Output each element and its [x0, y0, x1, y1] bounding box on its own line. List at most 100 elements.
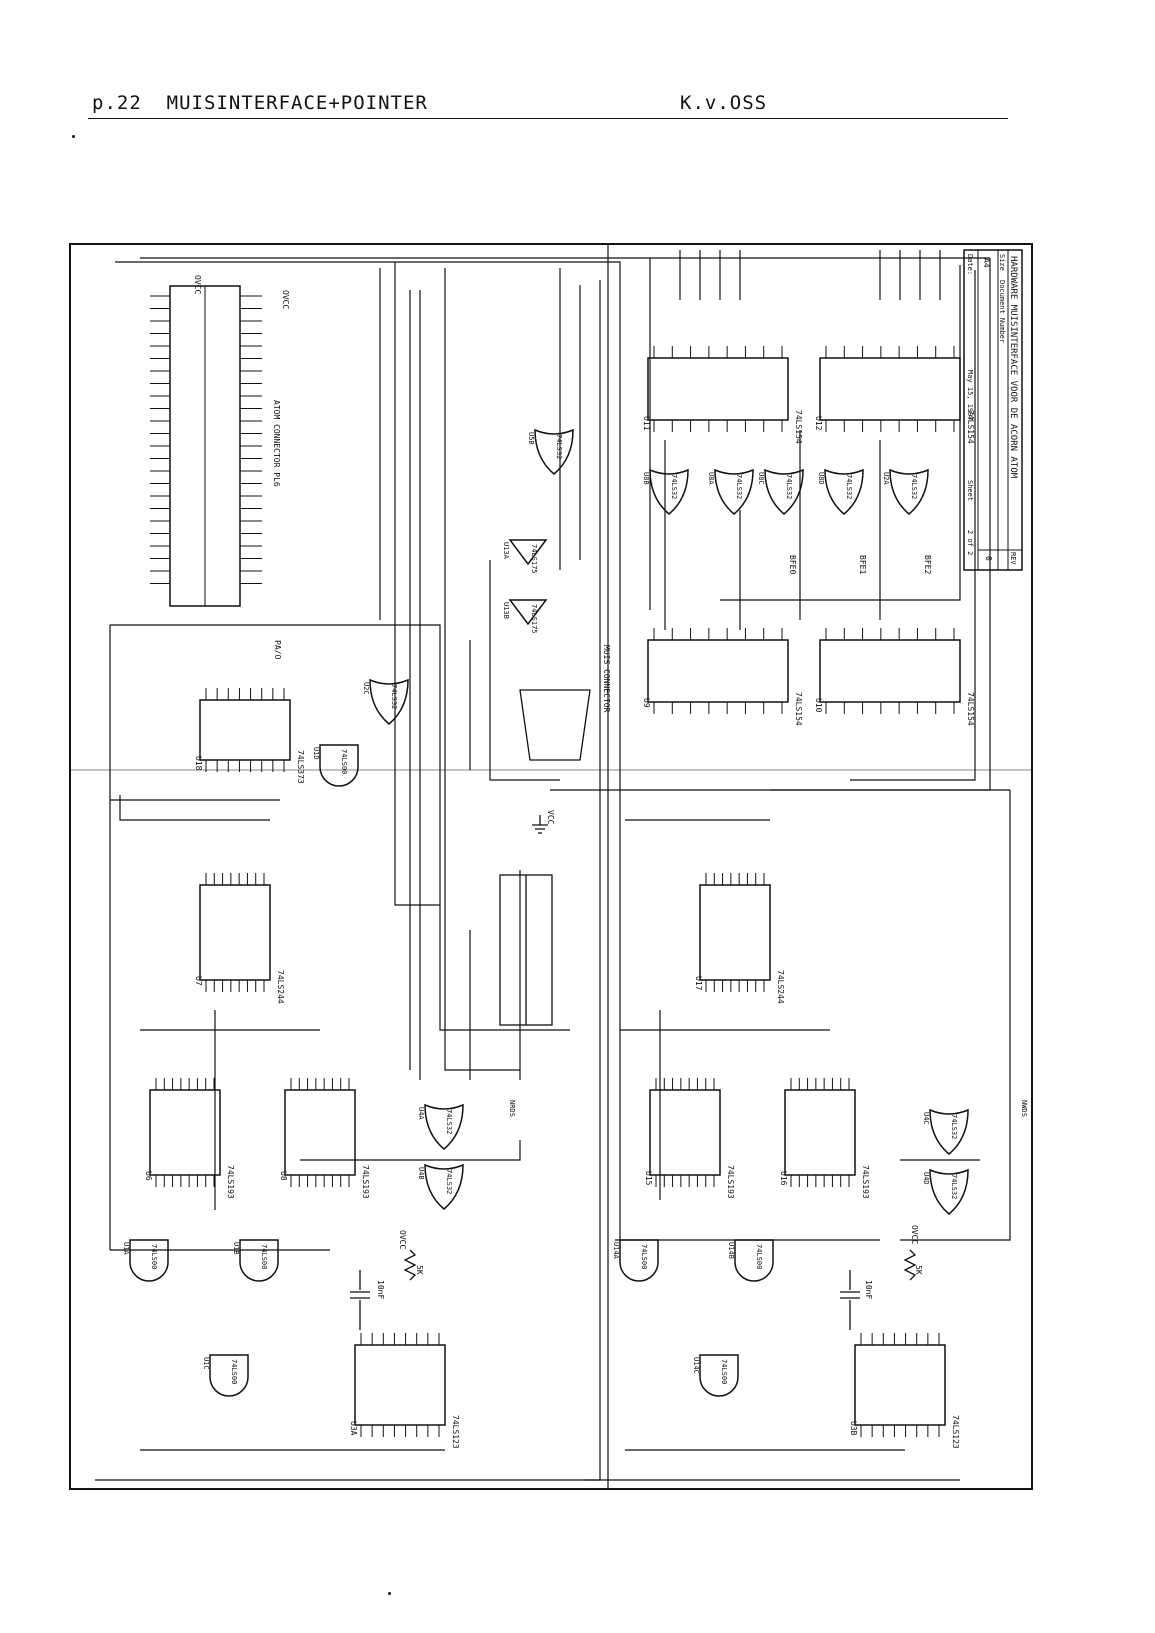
- chip-ref: U18: [194, 756, 203, 771]
- atom-connector: ATOM CONNECTOR PL6 OVCC OVCC: [150, 275, 290, 607]
- chip-part: 74LS154: [966, 410, 975, 444]
- gate-part: 74LS32: [555, 434, 563, 459]
- title-block: HARDWARE MUISINTERFACE VOOR DE ACORN ATO…: [963, 249, 1023, 571]
- atom-connector-label: ATOM CONNECTOR PL6: [272, 400, 281, 487]
- center-connector: [499, 874, 553, 1026]
- chip-ref: U7: [194, 976, 203, 986]
- chip-u18: U18 74LS373: [194, 688, 305, 784]
- title-block-title: HARDWARE MUISINTERFACE VOOR DE ACORN ATO…: [1008, 256, 1018, 479]
- gate-ref: U13A: [502, 542, 510, 560]
- res-label-2: 5K: [914, 1265, 923, 1275]
- chip-u9: U9 74LS154: [642, 628, 803, 726]
- gate-u13a: 74LS175 U13A: [502, 539, 548, 574]
- gate-ref: U1D: [312, 747, 320, 760]
- title-block-rev-label: REV: [1009, 552, 1017, 565]
- pa-o-label: PA/O: [273, 640, 282, 659]
- gate-ref: U1C: [202, 1357, 210, 1370]
- title-block-doc-label: Document Number: [998, 280, 1006, 343]
- gate-u14b: 74LS00 U14B: [727, 1239, 774, 1282]
- gate-part: 74LS32: [445, 1169, 453, 1194]
- page-title: MUISINTERFACE+POINTER: [166, 92, 428, 114]
- bfe1-label: BFE1: [858, 555, 867, 574]
- muis-connector-label: MUIS CONNECTOR: [602, 645, 611, 713]
- bfe2-label: BFE2: [923, 555, 932, 574]
- title-block-date: May 15, 1997: [966, 370, 974, 421]
- chip-part: 74LS193: [226, 1165, 235, 1199]
- res-label-1: 5K: [415, 1265, 424, 1275]
- gate-ref: U8A: [707, 472, 715, 485]
- schematic-border: [69, 243, 1033, 1490]
- title-block-size-label: Size: [998, 254, 1006, 271]
- gate-part: 74LS00: [340, 749, 348, 774]
- gate-part: 74LS32: [445, 1109, 453, 1134]
- ground-symbol: [532, 815, 548, 834]
- ovcc-label-3: OVCC: [398, 1230, 407, 1249]
- gate-part: 74LS00: [640, 1244, 648, 1269]
- gate-part: 74LS175: [530, 544, 538, 574]
- gate-ref: U2C: [362, 682, 370, 695]
- gate-part: 74LS00: [720, 1359, 728, 1384]
- capacitor-2: [840, 1270, 860, 1330]
- chip-u3b: U3B 74LS123: [849, 1333, 960, 1449]
- title-block-rev: 0: [984, 556, 993, 561]
- chip-part: 74LS193: [726, 1165, 735, 1199]
- ovcc-label: OVCC: [193, 275, 202, 294]
- gate-u1c: 74LS00 U1C: [202, 1354, 249, 1397]
- capacitor-1: [350, 1270, 370, 1330]
- chip-part: 74LS193: [861, 1165, 870, 1199]
- chip-part: 74LS123: [451, 1415, 460, 1449]
- gate-part: 74LS32: [845, 474, 853, 499]
- gate-ref: U1B: [232, 1242, 240, 1255]
- chip-u6: U6 74LS193: [144, 1078, 235, 1199]
- gate-ref: U14C: [692, 1357, 700, 1374]
- gate-part: 74LS32: [670, 474, 678, 499]
- chip-part: 74LS154: [794, 692, 803, 726]
- gate-ref: U4C: [922, 1112, 930, 1125]
- chip-ref: U17: [694, 976, 703, 991]
- gate-ref: U5B: [527, 432, 535, 445]
- gate-u5b: 74LS32 U5B: [527, 428, 574, 475]
- chip-part: 74LS373: [296, 750, 305, 784]
- gate-ref: U14B: [727, 1242, 735, 1259]
- chip-u7: U7 74LS244: [194, 873, 285, 1004]
- gate-ref: U8D: [817, 472, 825, 485]
- gate-part: 74LS32: [950, 1114, 958, 1139]
- stray-dot: [72, 135, 75, 138]
- gate-u4a: 74LS32 U4A: [417, 1103, 464, 1150]
- chip-ref: U11: [642, 416, 651, 431]
- gate-part: 74LS00: [755, 1244, 763, 1269]
- chip-part: 74LS154: [966, 692, 975, 726]
- resistor-2: [903, 1249, 917, 1281]
- title-block-sheet-label: Sheet: [966, 480, 974, 501]
- ovcc-label-4: OVCC: [910, 1225, 919, 1244]
- gate-part: 74LS32: [950, 1174, 958, 1199]
- chip-ref: U9: [642, 698, 651, 708]
- chip-ref: U3B: [849, 1421, 858, 1436]
- chip-ref: U15: [644, 1171, 653, 1186]
- chip-part: 74LS123: [951, 1415, 960, 1449]
- gate-part: 74LS00: [230, 1359, 238, 1384]
- gate-ref: U8B: [642, 472, 650, 485]
- gate-part: 74LS175: [530, 604, 538, 634]
- gate-ref: U4A: [417, 1107, 425, 1120]
- gate-ref: U2A: [882, 472, 890, 485]
- bfe0-label: BFE0: [788, 555, 797, 574]
- chip-ref: U6: [144, 1171, 153, 1181]
- chip-part: 74LS244: [276, 970, 285, 1004]
- muis-connector: [519, 689, 591, 761]
- cap-label-2: 10nF: [864, 1280, 873, 1299]
- vcc-label: VCC: [546, 810, 555, 825]
- chip-ref: U12: [814, 416, 823, 431]
- nwds-label: NWDS: [1020, 1100, 1028, 1117]
- chip-ref: U3A: [349, 1421, 358, 1436]
- gate-ref: U13B: [502, 602, 510, 619]
